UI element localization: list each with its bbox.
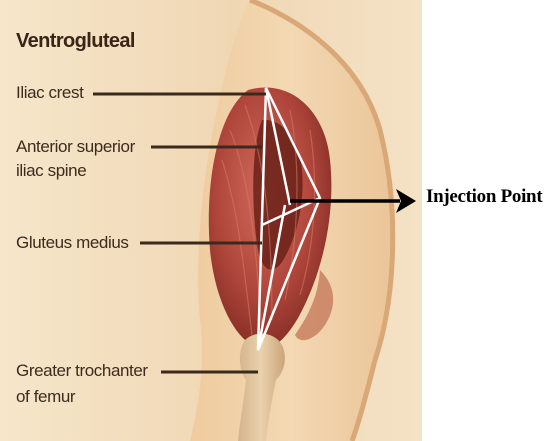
- label-gluteus-medius: Gluteus medius: [16, 232, 129, 253]
- diagram-title: Ventrogluteal: [16, 30, 135, 53]
- label-greater-trochanter-line1: Greater trochanter: [16, 360, 148, 381]
- label-greater-trochanter-line2: of femur: [16, 386, 75, 407]
- injection-point-label: Injection Point: [426, 186, 542, 208]
- label-iliac-crest: Iliac crest: [16, 82, 83, 103]
- label-anterior-superior-line2: iliac spine: [16, 160, 86, 181]
- label-anterior-superior-line1: Anterior superior: [16, 136, 135, 157]
